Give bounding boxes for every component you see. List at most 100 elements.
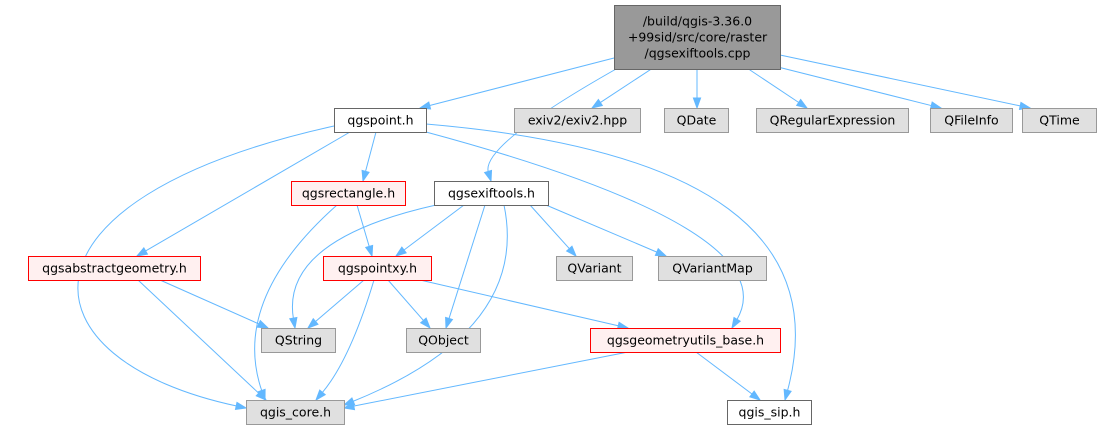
node-box-qgissip[interactable] [727,400,812,425]
node-box-qgiscore[interactable] [246,400,345,425]
node-qregexp[interactable]: QRegularExpression [756,108,909,133]
node-box-qgsrectangle[interactable] [291,181,406,206]
arrowhead-qgspoint-to-qgiscore [234,401,248,411]
node-qdate[interactable]: QDate [664,108,729,133]
arrowhead-qgspoint-to-qgsabstract [135,246,149,257]
node-label-qtime: QTime [1039,113,1080,128]
node-qgsgeomutils[interactable]: qgsgeometryutils_base.h [590,328,781,353]
edge-qgsexiftools-to-qgiscore [352,204,508,403]
edge-qgsrectangle-to-qgspointxy [356,204,370,248]
node-label-qgsrectangle: qgsrectangle.h [302,186,395,201]
edge-qgsexiftools-to-qvariant [529,204,571,250]
node-label-root: +99sid/src/core/raster [628,30,768,45]
arrowhead-qgsexiftools-to-qvariantmap [654,247,668,257]
node-label-qdate: QDate [677,113,717,128]
edge-qgspointxy-to-qgiscore [321,279,375,394]
node-label-qfileinfo: QFileInfo [944,113,998,128]
node-box-qgspointxy[interactable] [323,256,432,281]
node-label-qgspointxy: qgspointxy.h [338,261,417,276]
node-box-qgsabstract[interactable] [28,256,201,281]
edge-qgsrectangle-to-qgiscore [254,204,338,392]
node-box-qregexp[interactable] [756,108,909,133]
arrowhead-qgspoint-to-qgsrectangle [361,169,370,183]
edge-qgspoint-to-qgissip [425,123,796,392]
arrowhead-qgsgeomutils-to-qgissip [749,390,762,401]
edge-qgspoint-to-qgsabstract [144,131,351,252]
edge-qgspointxy-to-qobject [387,279,425,322]
node-qvariantmap[interactable]: QVariantMap [658,256,767,281]
node-qvariant[interactable]: QVariant [556,256,633,281]
node-qgsabstract[interactable]: qgsabstractgeometry.h [28,256,201,281]
edge-root-to-qtime [779,54,1022,107]
node-qtime[interactable]: QTime [1022,108,1097,133]
node-qgsexiftools[interactable]: qgsexiftools.h [434,181,549,206]
arrowhead-qgspoint-to-qgsgeomutils [731,316,742,330]
node-label-qgsabstract: qgsabstractgeometry.h [42,261,187,276]
edge-qgsexiftools-to-qstring [291,204,437,320]
arrowhead-qgsexiftools-to-qobject [445,316,454,330]
node-qobject[interactable]: QObject [406,328,481,353]
node-box-qtime[interactable] [1022,108,1097,133]
node-exiv2[interactable]: exiv2/exiv2.hpp [514,108,641,133]
node-box-qobject[interactable] [406,328,481,353]
edge-qgsgeomutils-to-qgissip [695,351,754,395]
edge-qgsexiftools-to-qgspointxy [402,204,465,251]
node-label-root: /qgsexiftools.cpp [644,46,750,61]
node-label-qgspoint: qgspoint.h [347,113,413,128]
node-qgsrectangle[interactable]: qgsrectangle.h [291,181,406,206]
node-box-exiv2[interactable] [514,108,641,133]
arrowhead-qgsabstract-to-qgiscore [255,389,268,402]
arrowhead-qgspoint-to-qgissip [783,388,792,402]
arrowhead-root-to-qregexp [795,98,809,109]
edge-qgspointxy-to-qgsgeomutils [419,279,620,327]
node-label-qobject: QObject [418,333,469,348]
node-box-qgsgeomutils[interactable] [590,328,781,353]
arrowhead-qgspointxy-to-qobject [419,317,431,330]
node-qfileinfo[interactable]: QFileInfo [930,108,1013,133]
node-box-qvariantmap[interactable] [658,256,767,281]
node-label-exiv2: exiv2/exiv2.hpp [528,113,627,128]
node-box-qgsexiftools[interactable] [434,181,549,206]
arrowhead-qgsexiftools-to-qgspointxy [394,246,407,257]
node-qgspointxy[interactable]: qgspointxy.h [323,256,432,281]
node-label-qgsexiftools: qgsexiftools.h [448,186,535,201]
node-box-qdate[interactable] [664,108,729,133]
node-label-qgiscore: qgis_core.h [260,405,331,420]
arrowhead-qgsgeomutils-to-qgiscore [342,401,356,411]
edge-root-to-qfileinfo [765,63,933,107]
arrowhead-root-to-qdate [692,97,702,110]
edge-qgspointxy-to-qstring [314,279,365,323]
arrowhead-qgsrectangle-to-qgspointxy [364,244,374,258]
node-qgissip[interactable]: qgis_sip.h [727,400,812,425]
edge-qgsexiftools-to-qobject [448,204,486,320]
node-qgiscore[interactable]: qgis_core.h [246,400,345,425]
node-box-root[interactable] [614,5,781,70]
edge-qgsexiftools-to-qvariantmap [545,204,658,253]
node-box-qstring[interactable] [261,328,336,353]
node-box-qvariant[interactable] [556,256,633,281]
node-label-qregexp: QRegularExpression [770,113,896,128]
arrowhead-root-to-qgsexiftools [483,169,493,183]
node-qgspoint[interactable]: qgspoint.h [334,108,427,133]
edge-root-to-qgspoint [428,57,615,107]
edge-qgsgeomutils-to-qgiscore [352,351,629,407]
arrowhead-root-to-qgspoint [418,101,432,110]
node-label-qstring: QString [275,333,322,348]
arrowhead-qgspointxy-to-qstring [306,317,319,329]
node-box-qgspoint[interactable] [334,108,427,133]
node-qstring[interactable]: QString [261,328,336,353]
arrowhead-root-to-exiv2 [590,98,604,109]
graph-nodes: /build/qgis-3.36.0+99sid/src/core/raster… [28,5,1097,425]
arrowhead-qgsabstract-to-qstring [256,319,270,329]
node-label-root: /build/qgis-3.36.0 [643,14,752,29]
node-label-qgsgeomutils: qgsgeometryutils_base.h [607,333,764,348]
node-root[interactable]: /build/qgis-3.36.0+99sid/src/core/raster… [614,5,781,70]
edge-qgspoint-to-qgsgeomutils [425,131,744,321]
edge-qgsabstract-to-qstring [159,279,260,325]
node-label-qvariantmap: QVariantMap [672,261,753,276]
node-label-qgissip: qgis_sip.h [739,405,801,420]
node-box-qfileinfo[interactable] [930,108,1013,133]
node-label-qvariant: QVariant [567,261,621,276]
edge-qgsabstract-to-qgiscore [137,279,260,395]
